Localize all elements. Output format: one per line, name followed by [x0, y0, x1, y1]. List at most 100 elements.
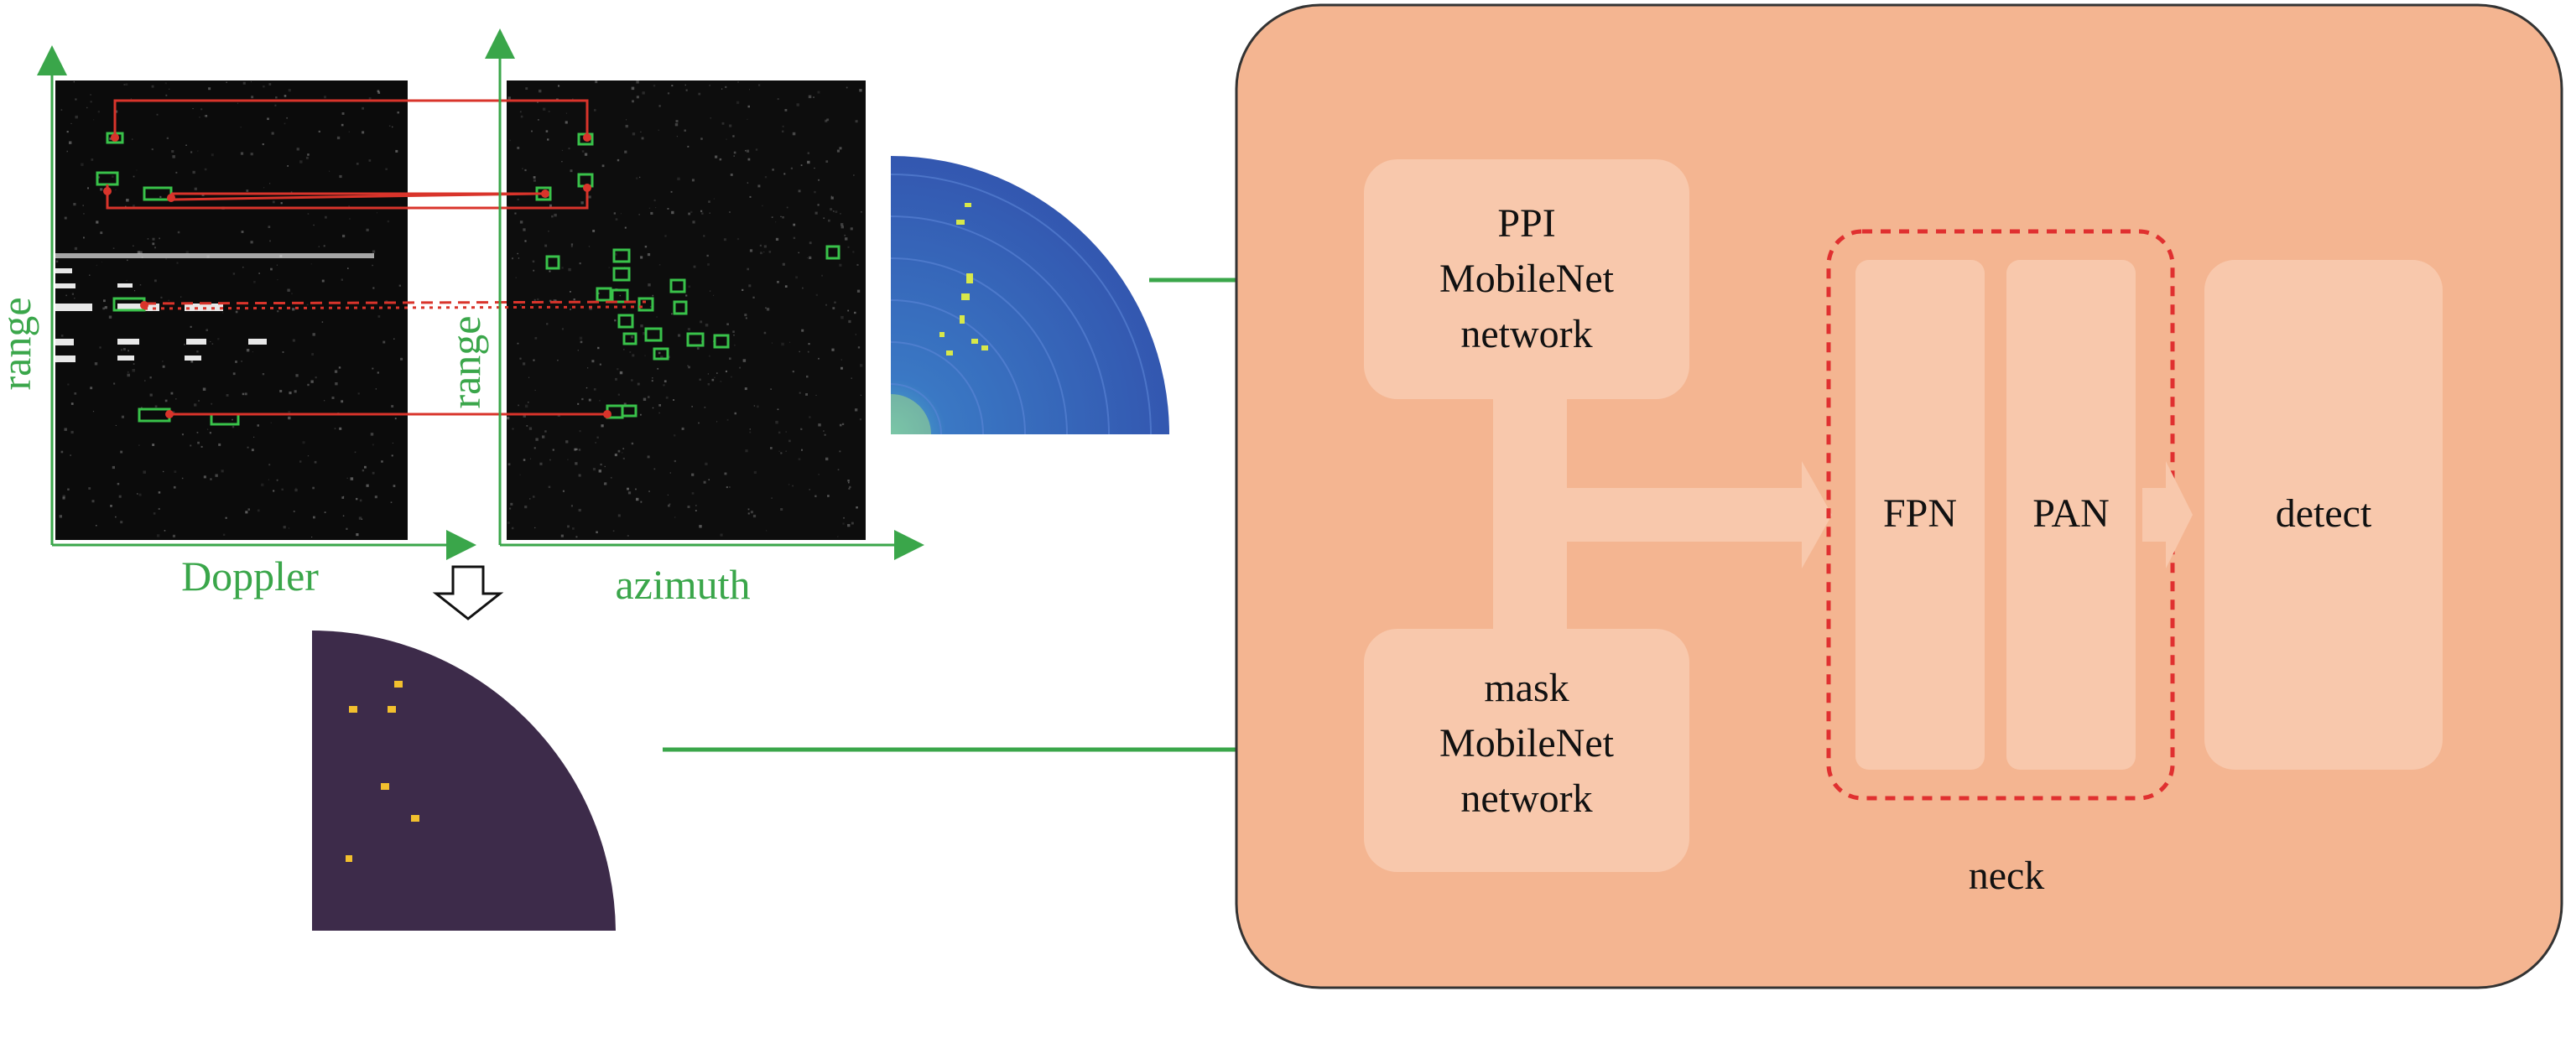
- noise-speck: [533, 496, 535, 498]
- noise-speck: [232, 272, 236, 275]
- noise-speck: [824, 433, 826, 436]
- noise-speck: [525, 87, 528, 90]
- noise-speck: [296, 148, 299, 151]
- noise-speck: [848, 481, 850, 484]
- noise-speck: [664, 380, 667, 383]
- noise-speck: [262, 373, 265, 376]
- noise-speck: [772, 169, 774, 171]
- noise-speck: [765, 307, 767, 309]
- noise-speck: [744, 314, 747, 317]
- noise-speck: [658, 404, 661, 407]
- noise-speck: [520, 115, 523, 118]
- noise-speck: [579, 262, 581, 265]
- noise-speck: [593, 388, 596, 391]
- noise-speck: [847, 309, 850, 312]
- noise-speck: [729, 211, 731, 213]
- noise-speck: [164, 530, 166, 532]
- noise-speck: [766, 308, 770, 311]
- noise-speck: [853, 174, 855, 176]
- noise-speck: [288, 89, 291, 92]
- noise-speck: [149, 376, 152, 379]
- noise-speck: [840, 226, 844, 229]
- noise-speck: [698, 422, 700, 424]
- noise-speck: [667, 208, 669, 210]
- noise-speck: [232, 425, 235, 428]
- noise-speck: [823, 217, 825, 220]
- noise-speck: [671, 210, 674, 215]
- noise-speck: [678, 334, 681, 337]
- noise-speck: [55, 361, 57, 363]
- noise-speck: [141, 407, 143, 409]
- noise-speck: [358, 516, 362, 520]
- noise-speck: [262, 143, 264, 146]
- noise-speck: [780, 215, 782, 217]
- noise-speck: [705, 462, 708, 465]
- noise-speck: [287, 288, 290, 292]
- noise-speck: [825, 119, 828, 122]
- noise-speck: [121, 349, 122, 351]
- noise-speck: [753, 470, 757, 474]
- noise-speck: [246, 349, 250, 352]
- noise-speck: [792, 485, 794, 487]
- noise-speck: [372, 444, 374, 446]
- noise-speck: [845, 237, 848, 241]
- noise-speck: [533, 176, 536, 179]
- noise-speck: [162, 365, 165, 368]
- noise-speck: [703, 235, 705, 237]
- noise-speck: [580, 201, 584, 205]
- noise-speck: [716, 421, 718, 423]
- noise-speck: [840, 366, 843, 370]
- noise-speck: [147, 238, 149, 240]
- ra-range-label: range: [442, 315, 489, 408]
- noise-speck: [565, 121, 568, 124]
- noise-speck: [770, 447, 773, 449]
- noise-speck: [710, 117, 711, 119]
- noise-speck: [631, 442, 634, 445]
- noise-speck: [814, 190, 816, 194]
- noise-speck: [291, 293, 293, 295]
- noise-speck: [578, 474, 581, 477]
- noise-speck: [688, 366, 690, 369]
- noise-speck: [192, 170, 195, 174]
- noise-speck: [126, 199, 129, 202]
- noise-speck: [667, 92, 670, 95]
- noise-speck: [294, 488, 298, 492]
- noise-speck: [640, 324, 643, 328]
- noise-speck: [782, 262, 785, 266]
- noise-speck: [604, 482, 607, 485]
- noise-speck: [653, 199, 656, 202]
- noise-speck: [818, 474, 820, 475]
- noise-speck: [676, 136, 678, 138]
- noise-speck: [729, 124, 732, 127]
- noise-speck: [258, 272, 260, 274]
- noise-speck: [749, 195, 752, 198]
- noise-speck: [200, 108, 203, 111]
- noise-speck: [807, 152, 809, 154]
- noise-speck: [382, 340, 386, 344]
- noise-speck: [631, 335, 633, 339]
- detect-block: [2204, 260, 2443, 770]
- noise-speck: [637, 382, 640, 386]
- noise-speck: [400, 357, 403, 361]
- noise-speck: [623, 402, 627, 406]
- noise-speck: [532, 260, 535, 263]
- noise-speck: [203, 475, 206, 479]
- noise-speck: [613, 212, 616, 215]
- noise-speck: [507, 205, 508, 208]
- noise-speck: [713, 294, 715, 296]
- noise-speck: [204, 168, 207, 171]
- noise-speck: [641, 137, 644, 140]
- noise-speck: [801, 449, 803, 451]
- noise-speck: [846, 86, 848, 89]
- noise-speck: [631, 86, 635, 91]
- noise-speck: [554, 213, 557, 217]
- noise-speck: [809, 241, 812, 245]
- noise-speck: [257, 424, 259, 427]
- noise-speck: [357, 392, 360, 395]
- noise-speck: [312, 333, 315, 336]
- noise-speck: [346, 477, 348, 479]
- noise-speck: [313, 516, 315, 519]
- noise-speck: [699, 525, 702, 528]
- noise-speck: [70, 430, 74, 434]
- noise-speck: [561, 161, 563, 163]
